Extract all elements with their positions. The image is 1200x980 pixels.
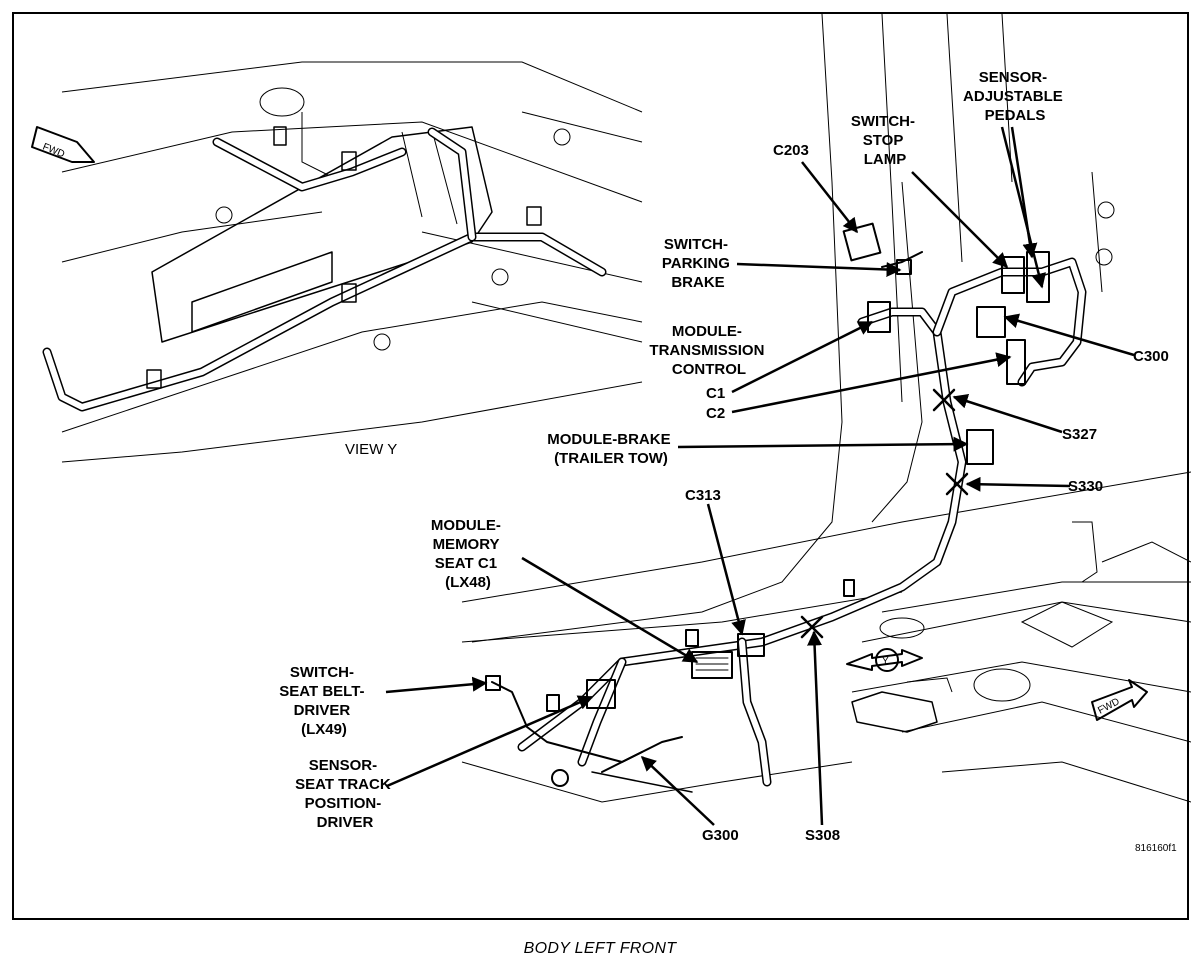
label-c2: C2 (706, 405, 725, 422)
label-s308: S308 (805, 827, 840, 844)
fwd-label-inset: FWD (41, 142, 66, 161)
figure-id: 816160f1 (1135, 843, 1177, 854)
view-y-inset: FWD VIEW Y (31, 61, 643, 463)
label-c313: C313 (685, 487, 721, 504)
view-y-marker-icon: Y (846, 648, 923, 672)
body-structure (461, 14, 1191, 803)
label-g300: G300 (702, 827, 739, 844)
view-y-label: VIEW Y (345, 441, 397, 458)
label-switch-seat-belt: SWITCH- SEAT BELT- DRIVER (LX49) (279, 664, 368, 738)
leader-lines (385, 126, 1135, 826)
wiring-diagram: FWD VIEW Y (31, 14, 1191, 854)
label-s327: S327 (1062, 426, 1097, 443)
fwd-arrow-icon-main: FWD (1091, 679, 1148, 721)
label-switch-parking-brake: SWITCH- PARKING BRAKE (662, 236, 734, 291)
label-module-memory-seat: MODULE- MEMORY SEAT C1 (LX48) (431, 517, 505, 591)
label-switch-stop-lamp: SWITCH- STOP LAMP (851, 113, 919, 168)
label-c1: C1 (706, 385, 725, 402)
label-sensor-seat-track: SENSOR- SEAT TRACK POSITION- DRIVER (295, 757, 395, 831)
label-sensor-adjustable-pedals: SENSOR- ADJUSTABLE PEDALS (963, 69, 1067, 124)
diagram-frame: FWD VIEW Y (12, 12, 1191, 920)
label-c203: C203 (773, 142, 809, 159)
figure-caption: BODY LEFT FRONT (523, 940, 677, 957)
label-module-transmission-control: MODULE- TRANSMISSION CONTROL (649, 323, 768, 378)
label-module-brake: MODULE-BRAKE (TRAILER TOW) (547, 431, 675, 467)
label-s330: S330 (1068, 478, 1103, 495)
component-labels: SENSOR- ADJUSTABLE PEDALS SWITCH- STOP L… (279, 69, 1177, 854)
view-y-marker: Y (882, 656, 889, 667)
label-c300: C300 (1133, 348, 1169, 365)
wiring-harness: Y FWD (485, 222, 1148, 793)
fwd-arrow-icon: FWD (31, 126, 95, 163)
